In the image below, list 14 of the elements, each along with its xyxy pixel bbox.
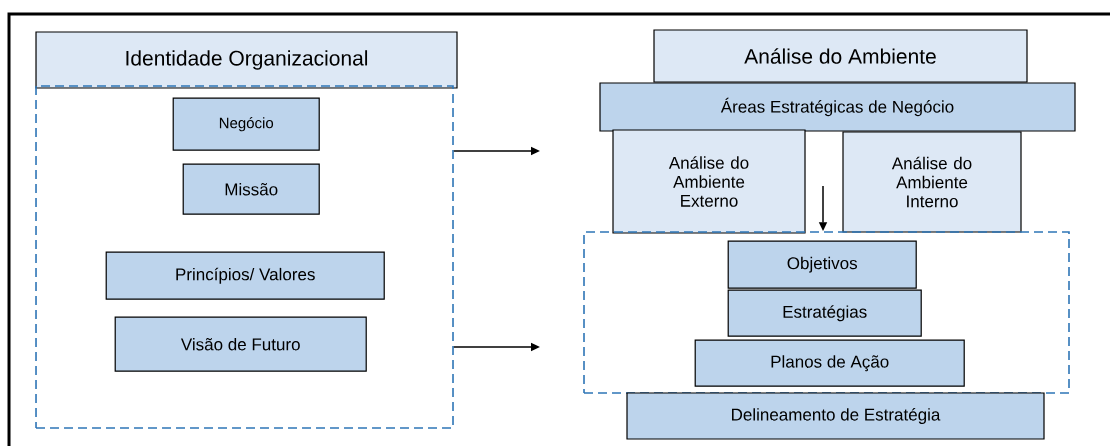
dashed-group-box bbox=[35, 85, 454, 429]
process-box: Delineamento de Estratégia bbox=[626, 392, 1045, 440]
process-box: Estratégias bbox=[727, 289, 922, 337]
process-box: Áreas Estratégicas de Negócio bbox=[599, 82, 1076, 132]
heading-box: Análise do Ambiente bbox=[653, 29, 1028, 83]
process-box: Missão bbox=[182, 163, 320, 215]
process-box: Negócio bbox=[172, 97, 320, 151]
heading-box: Identidade Organizacional bbox=[35, 31, 458, 89]
process-box: Objetivos bbox=[727, 240, 917, 289]
process-box: Princípios/ Valores bbox=[105, 251, 385, 300]
process-box: Visão de Futuro bbox=[114, 316, 367, 372]
process-box: Planos de Ação bbox=[694, 339, 965, 387]
process-box: Análise do Ambiente Interno bbox=[842, 131, 1022, 233]
process-box: Análise do Ambiente Externo bbox=[612, 129, 806, 234]
